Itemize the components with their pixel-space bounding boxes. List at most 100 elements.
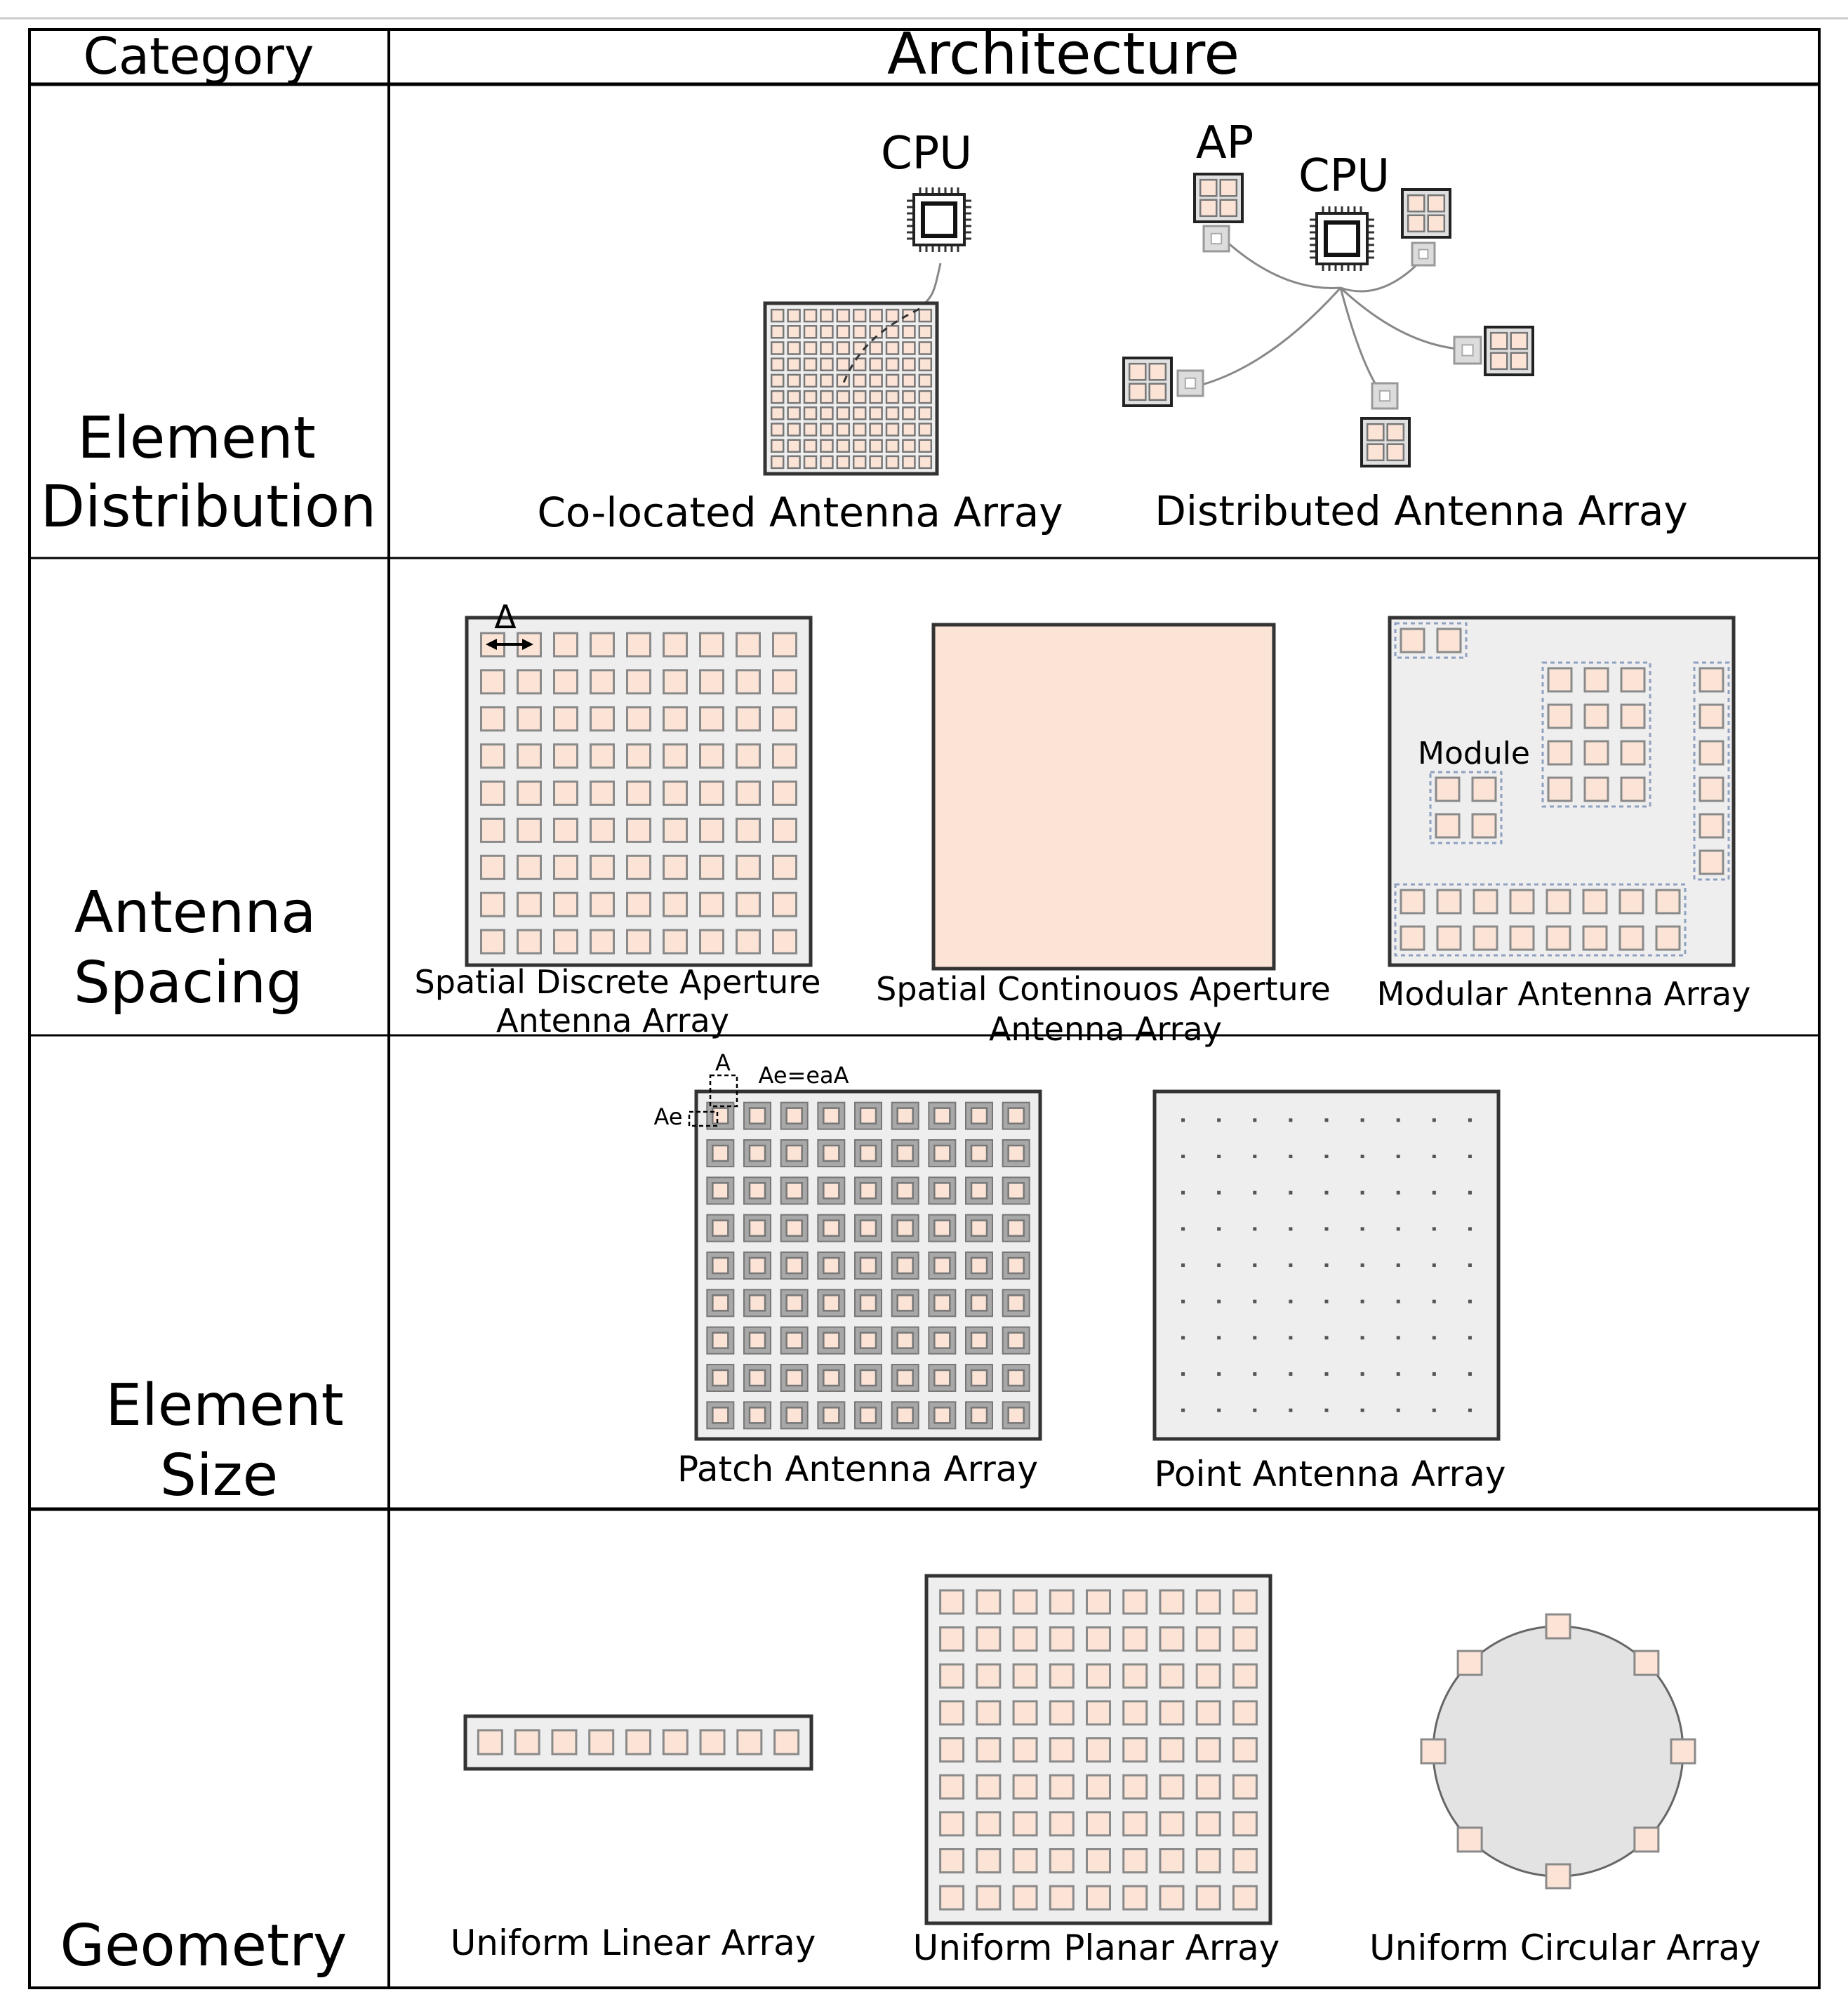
point-element [1253,1372,1257,1376]
antenna-element-icon [918,439,933,453]
antenna-element-icon [736,781,761,806]
antenna-element-icon [869,423,883,437]
patch-substrate [817,1364,846,1392]
antenna-element-icon [970,1407,988,1424]
patch-substrate [854,1252,882,1280]
antenna-element-icon [1547,740,1573,766]
antenna-element-icon [626,854,651,880]
point-element [1289,1227,1293,1231]
antenna-element-icon [820,325,834,339]
point-element [1396,1155,1400,1158]
antenna-element-icon [1049,1589,1075,1615]
antenna-element-icon [785,1219,803,1237]
patch-substrate [1002,1139,1030,1167]
point-element [1324,1299,1329,1303]
antenna-element-icon [1159,1774,1185,1800]
point-element [1360,1155,1364,1158]
antenna-element-icon [970,1294,988,1312]
point-element [1217,1263,1221,1267]
antenna-element-icon [1012,1811,1038,1837]
point-element [1396,1118,1400,1122]
patch-substrate [928,1139,957,1167]
antenna-element-icon [712,1369,729,1387]
colocated-caption: Co-located Antenna Array [537,489,1063,536]
patch-caption: Patch Antenna Array [677,1449,1038,1489]
point-element [1181,1372,1185,1376]
access-point-icon [1360,417,1411,467]
antenna-element-icon [1012,1589,1038,1615]
antenna-element-icon [1012,1774,1038,1800]
point-element [1217,1227,1221,1231]
antenna-element-icon [770,390,785,404]
point-element [1181,1118,1185,1122]
antenna-element-icon [1049,1811,1075,1837]
antenna-element-icon [517,929,542,955]
antenna-element-icon [1159,1885,1185,1911]
antenna-element-icon [736,891,761,917]
antenna-element-icon [663,632,688,658]
antenna-element-icon [736,854,761,880]
antenna-element-icon [1007,1182,1025,1200]
point-element [1253,1408,1257,1412]
point-element [1360,1227,1364,1231]
antenna-element-icon [902,390,916,404]
antenna-element-icon [553,854,578,880]
antenna-element-icon [976,1848,1002,1873]
antenna-element-icon [852,373,867,388]
antenna-element-icon [1435,776,1461,802]
antenna-element-icon [1655,925,1681,951]
antenna-element-icon [1407,214,1425,233]
cpu-label: CPU [881,128,972,180]
antenna-element-icon [477,1729,503,1756]
point-element [1396,1336,1400,1340]
point-element [1432,1155,1436,1158]
antenna-element-icon [803,325,818,339]
antenna-element-icon [785,1294,803,1312]
antenna-element-icon [939,1626,965,1652]
antenna-element-icon [1618,889,1644,915]
antenna-element-icon [773,1729,800,1756]
antenna-element-icon [918,406,933,420]
patch-substrate [743,1401,771,1430]
antenna-element-icon [517,854,542,880]
antenna-element-icon [590,669,615,695]
antenna-element-icon [1620,776,1646,802]
antenna-element-icon [787,390,801,404]
antenna-element-icon [1509,925,1535,951]
antenna-element-icon [803,308,818,323]
antenna-element-icon [748,1219,766,1237]
module-boundary [1394,622,1468,659]
antenna-element-icon [869,373,883,388]
antenna-element-icon [553,706,578,732]
point-element [1253,1336,1257,1340]
antenna-element-icon [1232,1589,1258,1615]
antenna-element-icon [712,1256,729,1275]
antenna-element-icon [820,406,834,420]
antenna-element-icon [918,390,933,404]
antenna-element-icon [699,929,724,955]
antenna-element-icon [1159,1737,1185,1763]
antenna-element-icon [896,1107,914,1124]
point-element [1253,1190,1257,1195]
patch-substrate [780,1214,809,1242]
point-element [1217,1118,1221,1122]
antenna-element-icon [803,406,818,420]
antenna-element-icon [1122,1811,1148,1837]
cpu-chip-icon [1310,206,1374,271]
radio-unit-icon [1176,369,1204,397]
antenna-element-icon [787,423,801,437]
antenna-element-icon [663,669,688,695]
antenna-element-icon [553,743,578,769]
antenna-element-icon [896,1407,914,1424]
antenna-element-icon [551,1729,578,1756]
access-point-icon [1193,173,1244,223]
fronthaul-cable [1202,286,1342,386]
antenna-element-icon [1195,1589,1221,1615]
point-caption: Point Antenna Array [1155,1454,1506,1494]
antenna-element-icon [1086,1700,1111,1726]
antenna-element-icon [1400,628,1425,653]
point-element [1468,1190,1472,1195]
antenna-element-icon [1049,1774,1075,1800]
point-element [1181,1299,1185,1303]
antenna-element-icon [1086,1885,1111,1911]
